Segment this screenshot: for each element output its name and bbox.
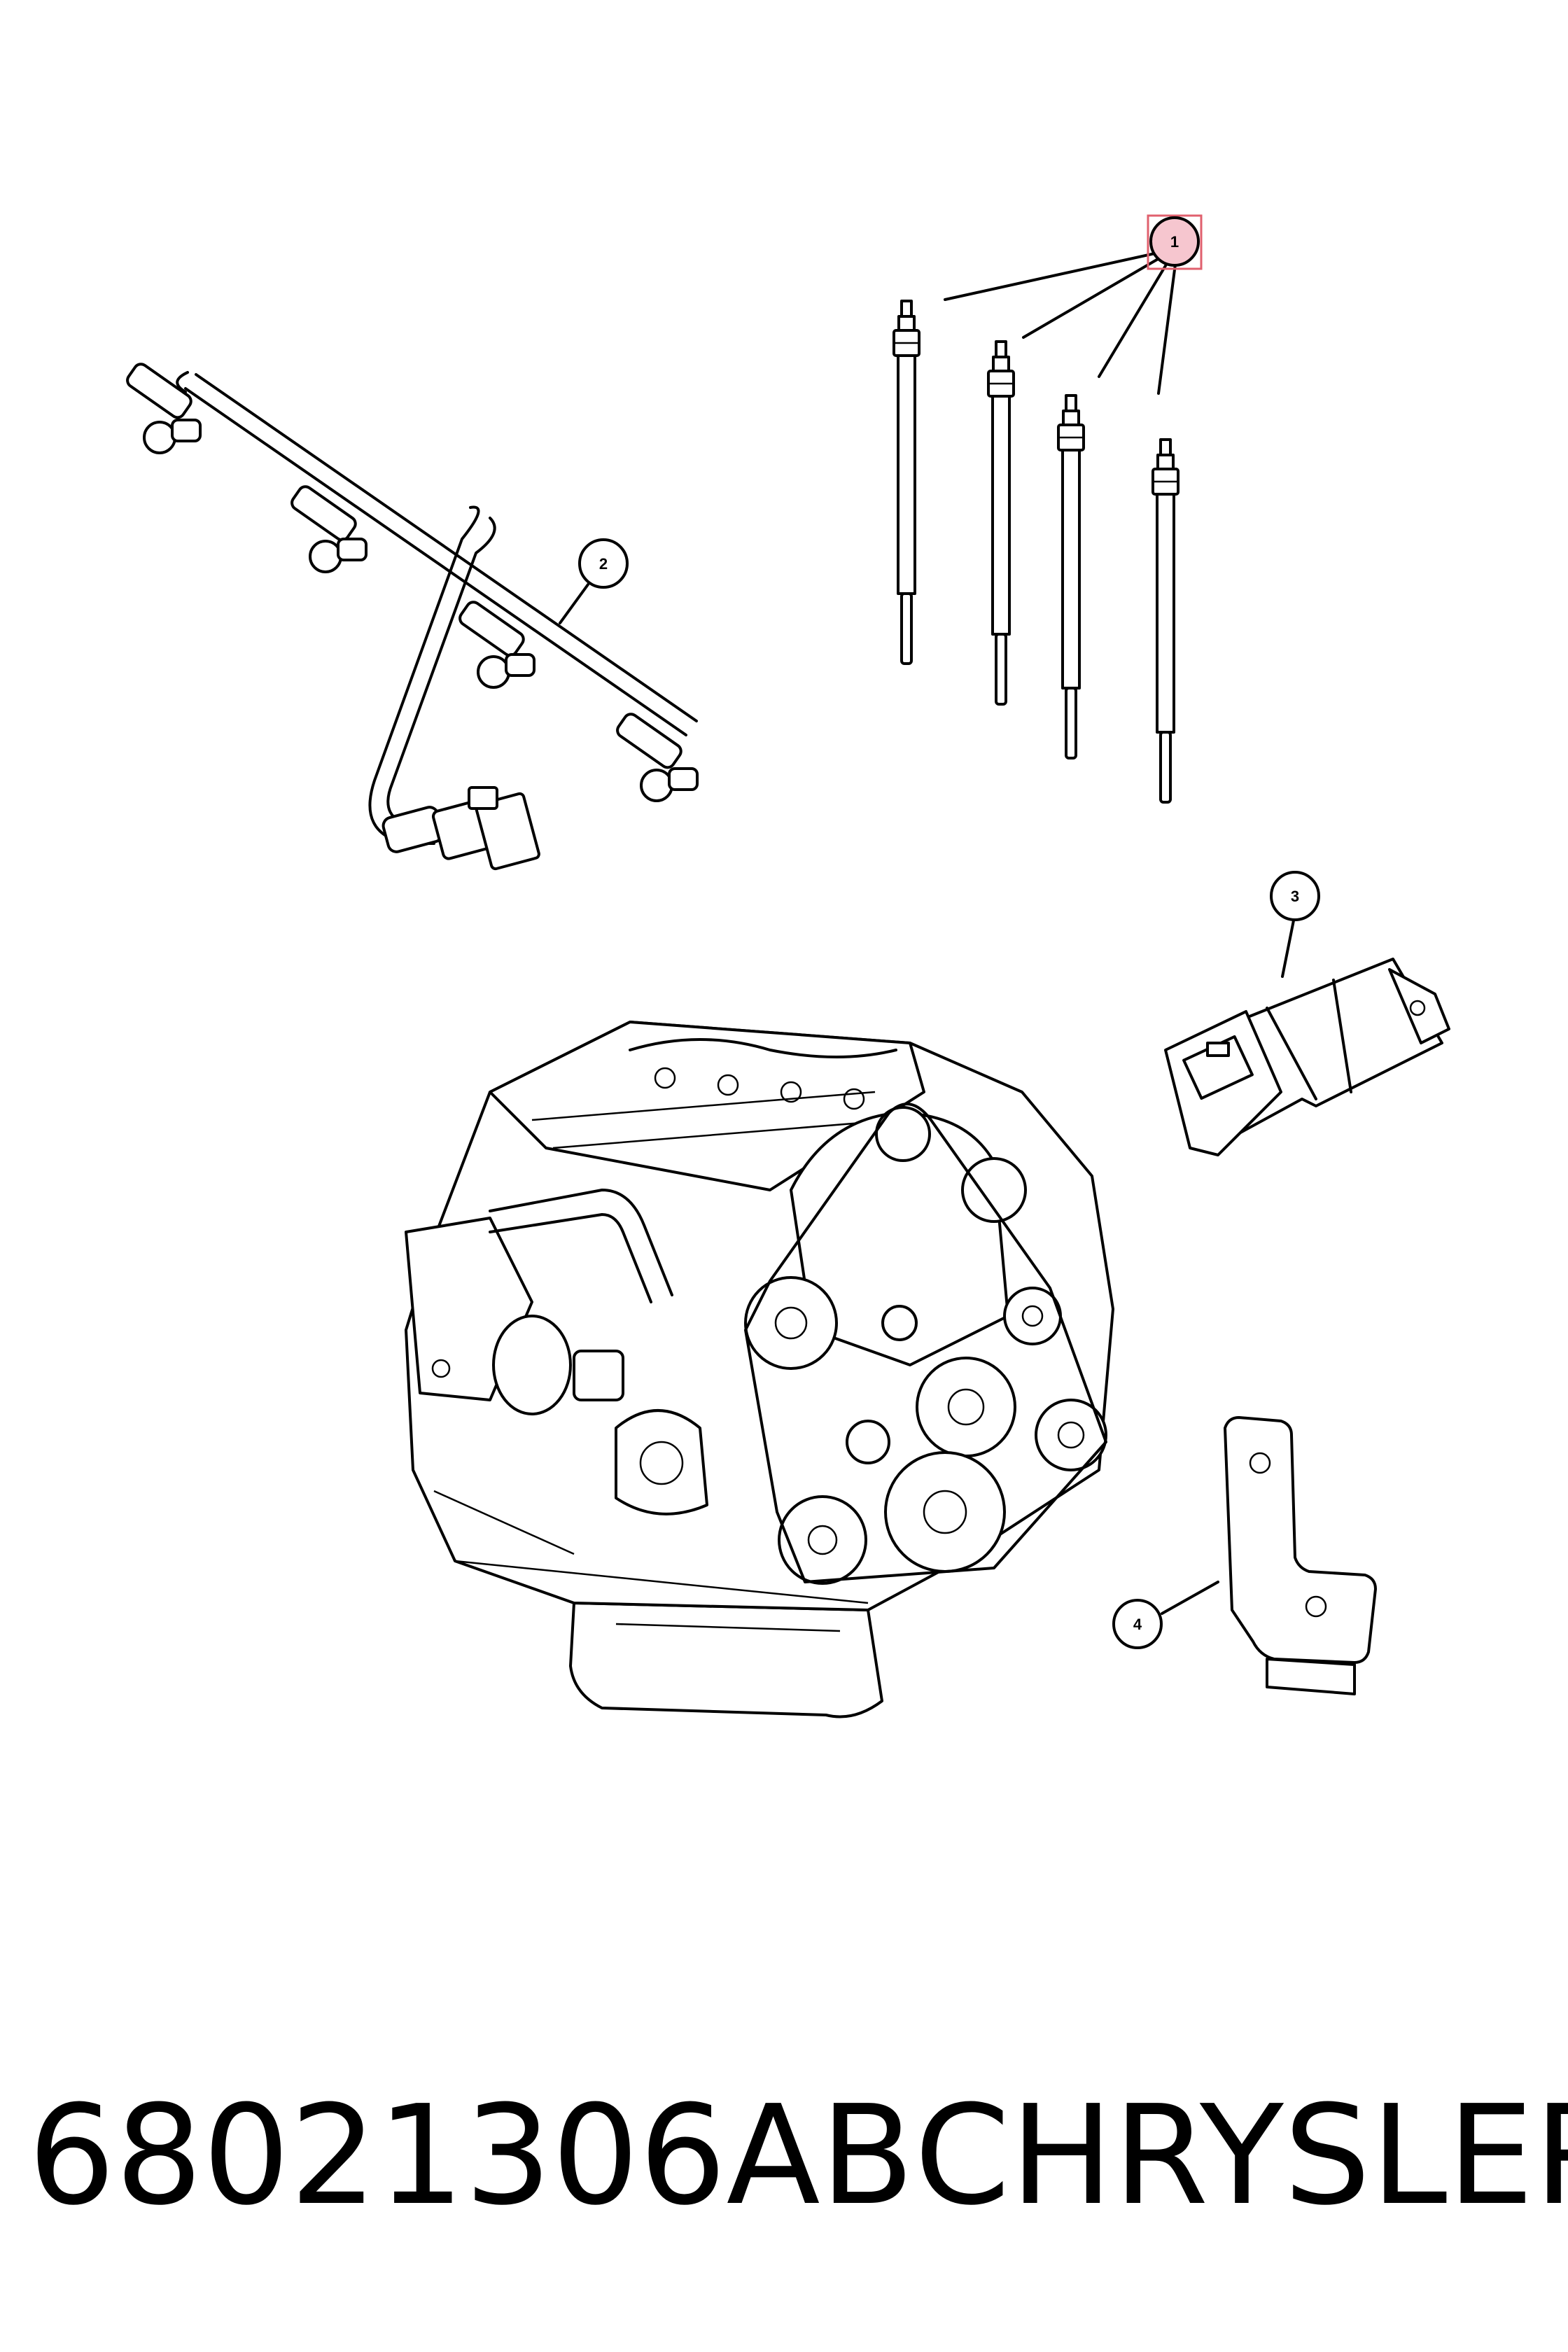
engine-assembly (405, 1021, 1114, 1718)
callout-1-label: 1 (1170, 233, 1179, 251)
glow-plug-d (1152, 438, 1180, 804)
glow-plugs: 1 (892, 214, 1203, 804)
glow-plug-b (987, 340, 1015, 706)
part-number: 68021306AB (28, 2076, 915, 2236)
harness-plug-boot-2 (290, 485, 368, 573)
caption: 68021306AB CHRYSLER (28, 2072, 1568, 2240)
callout-4[interactable]: 4 (1112, 1599, 1163, 1649)
parts-diagram: 1 (126, 214, 1450, 1718)
glow-plug-a (892, 300, 920, 665)
callout-2[interactable]: 2 (578, 538, 629, 589)
bracket: 4 (1112, 1416, 1377, 1695)
bracket-hole-lower (1305, 1595, 1327, 1618)
callout-3-label: 3 (1291, 888, 1299, 905)
brand-name: CHRYSLER (914, 2076, 1568, 2236)
harness-plug-boot-4 (616, 713, 699, 802)
callout-2-label: 2 (599, 555, 608, 573)
glow-plug-harness: 2 (126, 363, 699, 871)
bracket-hole-upper (1249, 1452, 1271, 1474)
callout-2-leader (559, 583, 589, 624)
callout-4-leader (1161, 1581, 1219, 1615)
callout-1[interactable]: 1 (1147, 214, 1203, 270)
callout-1-leaders (944, 249, 1177, 395)
harness-main-connector (382, 786, 540, 871)
harness-plug-boot-1 (126, 363, 202, 454)
glow-plug-c (1057, 394, 1085, 760)
callout-4-label: 4 (1133, 1616, 1142, 1633)
glow-plug-module: 3 (1164, 871, 1450, 1156)
callout-3-leader (1281, 919, 1295, 978)
harness-plug-boot-3 (458, 601, 536, 689)
callout-3[interactable]: 3 (1270, 871, 1320, 921)
